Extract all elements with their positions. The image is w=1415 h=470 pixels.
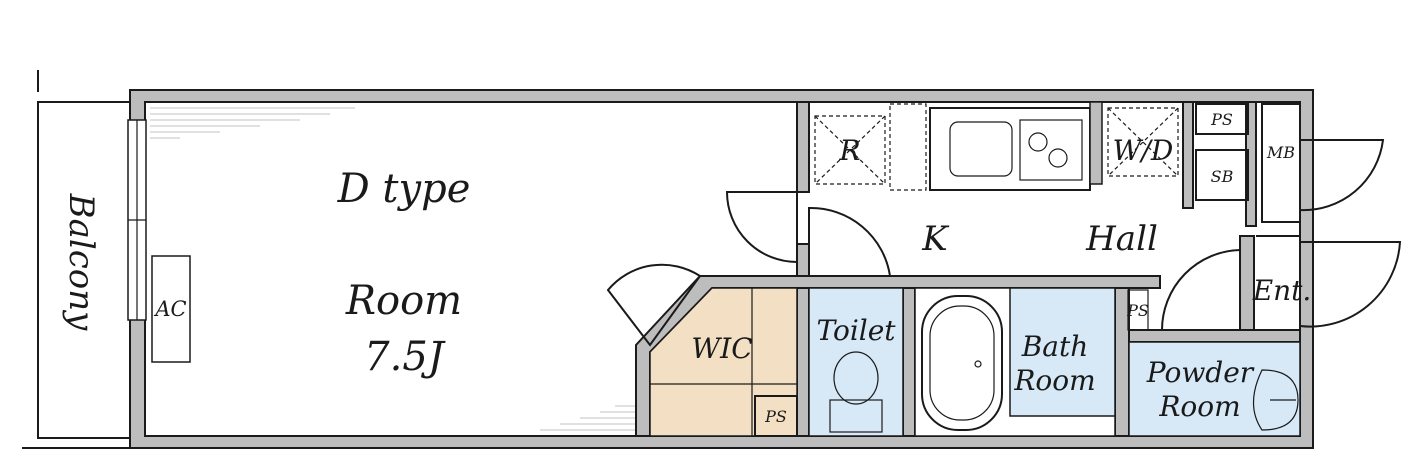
powder-room: Powder Room (1128, 341, 1301, 437)
shoe-box-label: SB (1211, 167, 1234, 186)
wic-label: WIC (691, 332, 752, 365)
wic-closet: PS WIC (649, 287, 798, 437)
room-name-label: Room (345, 278, 462, 324)
powder-label-line1: Powder (1146, 356, 1255, 389)
refrigerator-space: R (814, 103, 927, 191)
pipe-space-bottom-label: PS (764, 407, 787, 426)
kitchen-counter (929, 101, 1103, 191)
pipe-space-bath-label: PS (1126, 301, 1149, 320)
room-window (127, 119, 147, 321)
kitchen-label: K (921, 219, 950, 259)
floor-hatching (150, 107, 635, 431)
entrance-label: Ent. (1252, 274, 1312, 307)
utility-boxes: PS SB MB (1195, 103, 1301, 223)
plan-type-label: D type (337, 166, 471, 212)
toilet-room: Toilet (808, 287, 904, 437)
bath-label-line1: Bath (1021, 330, 1089, 363)
ac-unit: AC (151, 255, 191, 363)
doors (606, 139, 1402, 347)
powder-label-line2: Room (1158, 390, 1240, 423)
meter-box-label: MB (1266, 143, 1295, 162)
hall-label: Hall (1085, 219, 1158, 259)
toilet-label: Toilet (816, 314, 896, 347)
refrigerator-label: R (838, 134, 860, 167)
washer-dryer-label: W/D (1113, 134, 1174, 167)
washer-dryer-space: W/D (1107, 107, 1179, 177)
pipe-space-top-label: PS (1210, 110, 1233, 129)
bath-room: PS Bath Room (914, 287, 1149, 437)
ac-label: AC (153, 297, 186, 321)
bath-label-line2: Room (1013, 364, 1095, 397)
room-size-label: 7.5J (364, 334, 446, 380)
balcony-label: Balcony (61, 193, 101, 332)
